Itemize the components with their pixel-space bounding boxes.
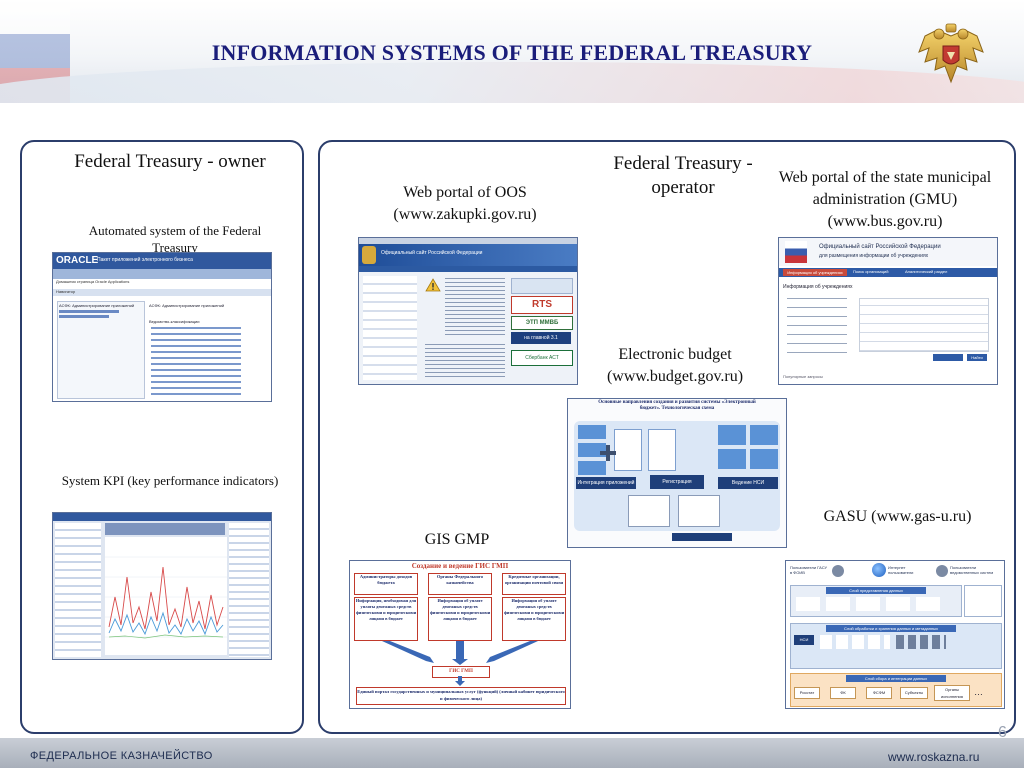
oos-emblem-icon xyxy=(362,246,376,264)
gmp-arrow-down-icon xyxy=(455,676,465,686)
page-number: 6 xyxy=(998,724,1007,741)
double-headed-eagle-emblem-icon xyxy=(918,23,984,84)
aut-caption: Automated system of the Federal Treasury xyxy=(88,223,262,255)
etp-badge: ЭТП ММВБ xyxy=(511,316,573,330)
rts-badge: RTS xyxy=(511,296,573,314)
budget-screenshot: Основные направления создания и развития… xyxy=(567,398,787,548)
gmu-caption: Web portal of the state municipal admini… xyxy=(778,169,992,230)
slide-header xyxy=(0,0,1024,103)
globe-icon xyxy=(872,563,886,577)
kpi-screenshot xyxy=(52,512,272,660)
gmu-flag-icon xyxy=(785,241,807,263)
kpi-caption: System KPI (key performance indicators) xyxy=(61,473,279,488)
aut-screenshot: ORACLE Пакет приложений электронного биз… xyxy=(52,252,272,402)
slide-footer xyxy=(0,738,1024,768)
oos-screenshot: Официальный сайт Российской Федерации RT… xyxy=(358,237,578,385)
gmp-arrows xyxy=(382,641,538,665)
oracle-logo: ORACLE xyxy=(56,255,99,266)
gmu-screenshot: Официальный сайт Российской Федерации дл… xyxy=(778,237,998,385)
slide-title: INFORMATION SYSTEMS OF THE FEDERAL TREAS… xyxy=(211,40,813,65)
gmp-screenshot: Создание и ведение ГИС ГМП Администратор… xyxy=(349,560,571,709)
gmu-search-button: Найти xyxy=(967,354,987,361)
kpi-chart-preview xyxy=(105,537,227,655)
warning-icon xyxy=(425,278,441,292)
operator-heading: Federal Treasury - operator xyxy=(613,153,753,198)
owner-heading: Federal Treasury - owner xyxy=(74,151,266,172)
footer-website-link[interactable]: www.roskazna.ru xyxy=(888,750,980,764)
user-group-icon xyxy=(832,565,844,577)
oos-caption: Web portal of OOS (www.zakupki.gov.ru) xyxy=(393,184,537,223)
plus-icon xyxy=(600,445,616,461)
header-swoosh xyxy=(0,62,1024,103)
user-group-icon-2 xyxy=(936,565,948,577)
budget-caption: Electronic budget (www.budget.gov.ru) xyxy=(606,346,744,385)
gmp-caption: GIS GMP xyxy=(424,531,490,548)
gasu-screenshot: Пользователи ГАСУ в ФОИВ Интернет пользо… xyxy=(785,560,1005,709)
gasu-caption: GASU (www.gas-u.ru) xyxy=(823,508,972,525)
gasu-ellipsis: … xyxy=(974,687,983,697)
footer-org-name: ФЕДЕРАЛЬНОЕ КАЗНАЧЕЙСТВО xyxy=(30,750,213,762)
